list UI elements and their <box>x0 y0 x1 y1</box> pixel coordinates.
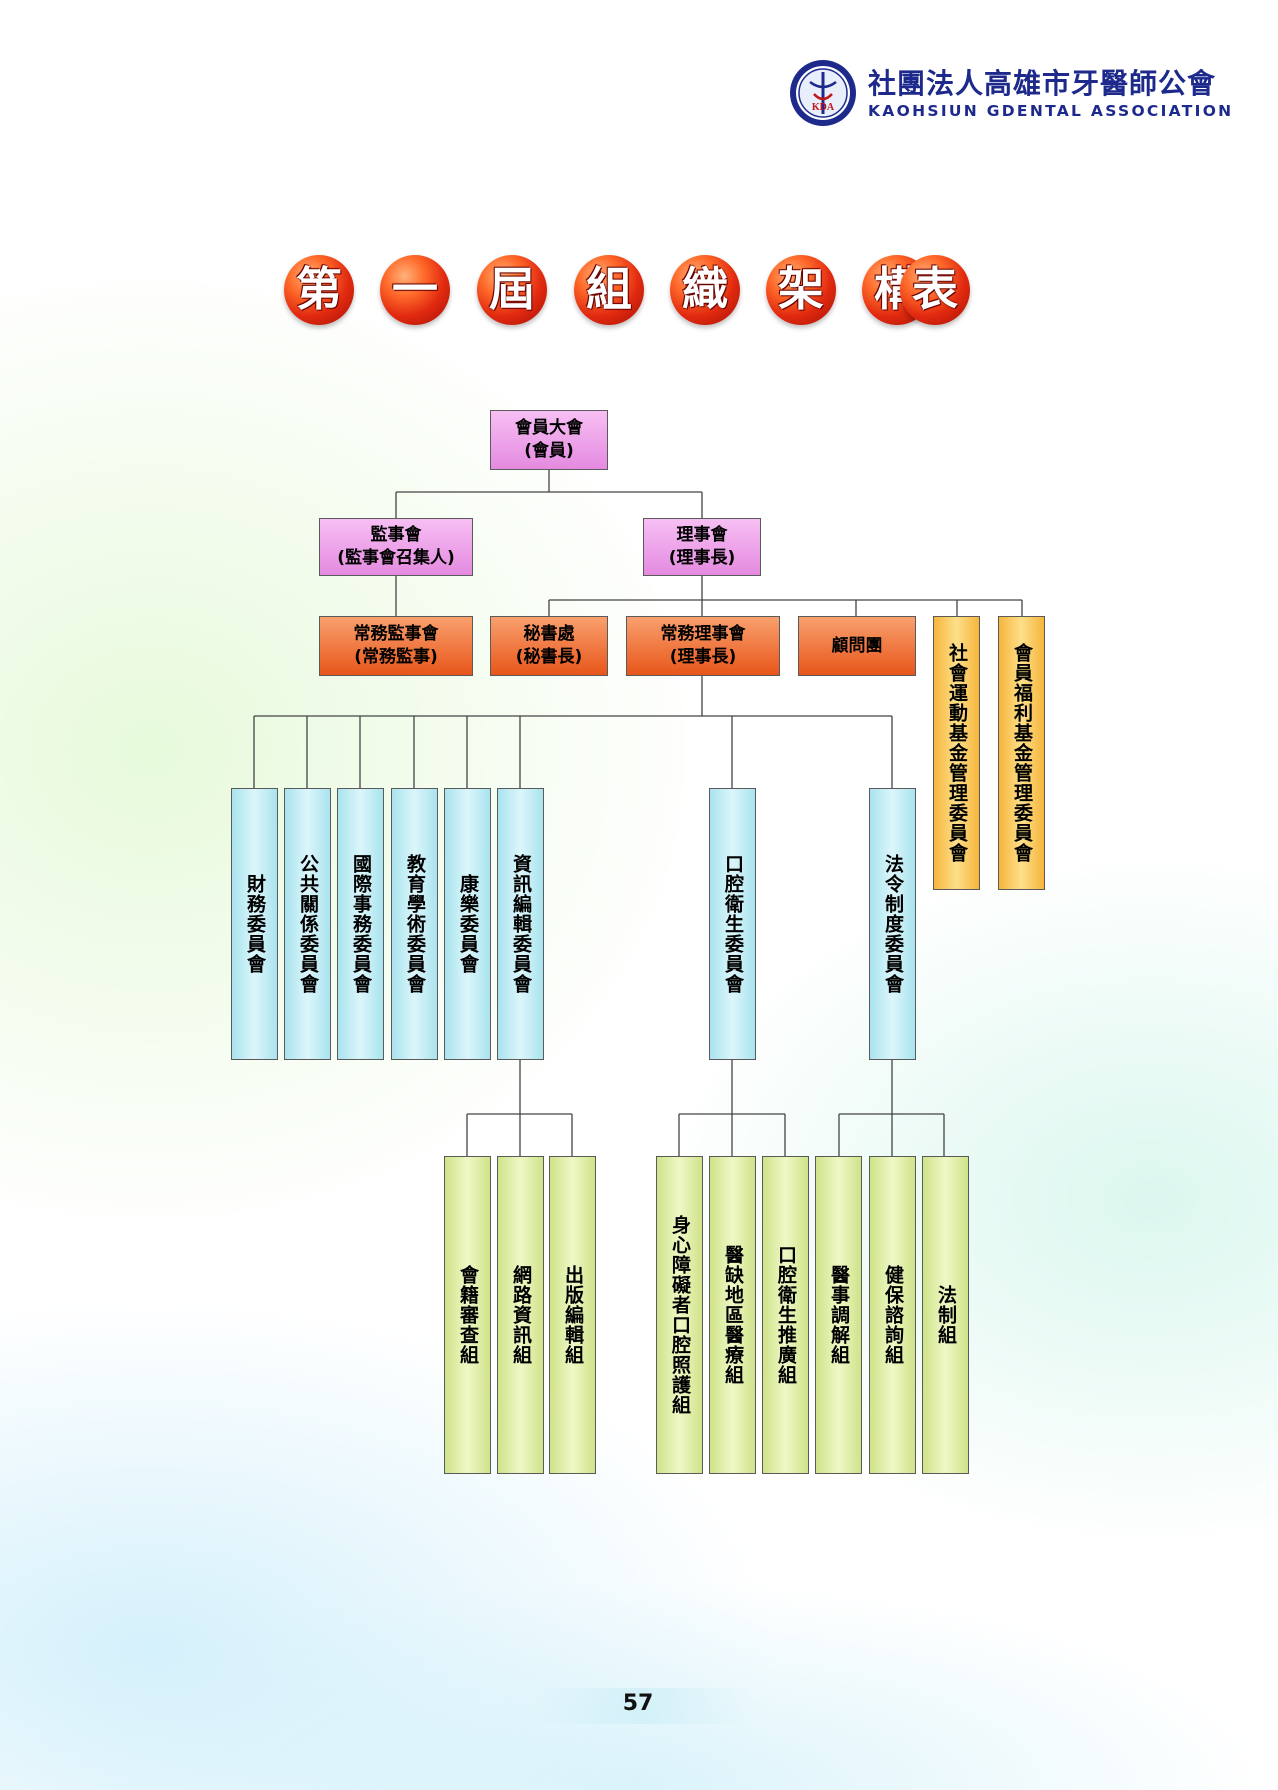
standing-supervisors-box: 常務監事會 (常務監事) <box>319 616 473 676</box>
committee-box: 康樂委員會 <box>444 788 491 1060</box>
group-box: 醫事調解組 <box>815 1156 862 1474</box>
committee-label: 口腔衛生委員會 <box>722 854 744 994</box>
title-char: 屆 <box>477 255 547 325</box>
svg-text:KDA: KDA <box>812 102 835 113</box>
advisors-label: 顧問團 <box>831 635 883 656</box>
committee-box: 口腔衛生委員會 <box>709 788 756 1060</box>
standing-directors-label: 常務理事會 <box>660 624 746 644</box>
committee-box: 國際事務委員會 <box>337 788 384 1060</box>
group-box: 口腔衛生推廣組 <box>762 1156 809 1474</box>
header: KDA 社團法人高雄市牙醫師公會 KAOHSIUN GDENTAL ASSOCI… <box>788 58 1231 128</box>
group-label: 健保諮詢組 <box>882 1265 904 1365</box>
advisors-box: 顧問團 <box>798 616 916 676</box>
group-box: 身心障礙者口腔照護組 <box>656 1156 703 1474</box>
committee-box: 資訊編輯委員會 <box>497 788 544 1060</box>
group-box: 醫缺地區醫療組 <box>709 1156 756 1474</box>
welfare-fund-committee-label: 會員福利基金管理委員會 <box>1011 643 1033 863</box>
committee-label: 公共關係委員會 <box>297 854 319 994</box>
committee-label: 國際事務委員會 <box>350 854 372 994</box>
committee-box: 教育學術委員會 <box>391 788 438 1060</box>
directors-label: 理事會 <box>676 525 728 545</box>
association-seal-icon: KDA <box>790 60 856 126</box>
page-number-band <box>530 1688 750 1724</box>
title-char: 第 <box>284 255 354 325</box>
group-label: 醫事調解組 <box>828 1265 850 1365</box>
welfare-fund-committee-box: 會員福利基金管理委員會 <box>998 616 1045 890</box>
page-number: 57 <box>622 1691 654 1716</box>
standing-directors-box: 常務理事會 (理事長) <box>626 616 780 676</box>
social-fund-committee-box: 社會運動基金管理委員會 <box>933 616 980 890</box>
group-label: 身心障礙者口腔照護組 <box>669 1215 691 1415</box>
group-label: 出版編輯組 <box>562 1265 584 1365</box>
group-box: 網路資訊組 <box>497 1156 544 1474</box>
committee-label: 康樂委員會 <box>457 874 479 974</box>
group-box: 出版編輯組 <box>549 1156 596 1474</box>
committee-label: 教育學術委員會 <box>404 854 426 994</box>
secretariat-label: 秘書處 <box>523 624 575 644</box>
social-fund-committee-label: 社會運動基金管理委員會 <box>946 643 968 863</box>
title-char: 織 <box>670 255 740 325</box>
committee-box: 公共關係委員會 <box>284 788 331 1060</box>
org-name-en: KAOHSIUN GDENTAL ASSOCIATION <box>868 102 1234 120</box>
chart-title: 第 一 屆 組 織 架 構 表 <box>284 255 1004 335</box>
title-char: 一 <box>380 255 450 325</box>
committee-box: 財務委員會 <box>231 788 278 1060</box>
directors-box: 理事會 (理事長) <box>643 518 761 576</box>
standing-supervisors-label: 常務監事會 <box>353 624 439 644</box>
group-label: 口腔衛生推廣組 <box>775 1245 797 1385</box>
title-char: 表 <box>900 255 970 325</box>
committee-label: 資訊編輯委員會 <box>510 854 532 994</box>
supervisors-label: 監事會 <box>370 525 422 545</box>
group-label: 醫缺地區醫療組 <box>722 1245 744 1385</box>
group-box: 會籍審查組 <box>444 1156 491 1474</box>
group-label: 法制組 <box>935 1285 957 1345</box>
secretariat-box: 秘書處 (秘書長) <box>490 616 608 676</box>
org-name: 社團法人高雄市牙醫師公會 <box>868 67 1217 100</box>
group-box: 健保諮詢組 <box>869 1156 916 1474</box>
general-assembly-label: 會員大會 <box>515 418 583 438</box>
title-char: 組 <box>574 255 644 325</box>
directors-sub: (理事長) <box>668 548 736 568</box>
group-box: 法制組 <box>922 1156 969 1474</box>
title-char: 架 <box>766 255 836 325</box>
general-assembly-box: 會員大會 (會員) <box>490 410 608 470</box>
committee-label: 財務委員會 <box>244 874 266 974</box>
standing-directors-sub: (理事長) <box>669 647 737 667</box>
group-label: 會籍審查組 <box>457 1265 479 1365</box>
secretariat-sub: (秘書長) <box>515 647 583 667</box>
supervisors-box: 監事會 (監事會召集人) <box>319 518 473 576</box>
committee-box: 法令制度委員會 <box>869 788 916 1060</box>
supervisors-sub: (監事會召集人) <box>337 548 455 568</box>
committee-label: 法令制度委員會 <box>882 854 904 994</box>
group-label: 網路資訊組 <box>510 1265 532 1365</box>
standing-supervisors-sub: (常務監事) <box>354 647 438 667</box>
general-assembly-sub: (會員) <box>524 441 574 461</box>
